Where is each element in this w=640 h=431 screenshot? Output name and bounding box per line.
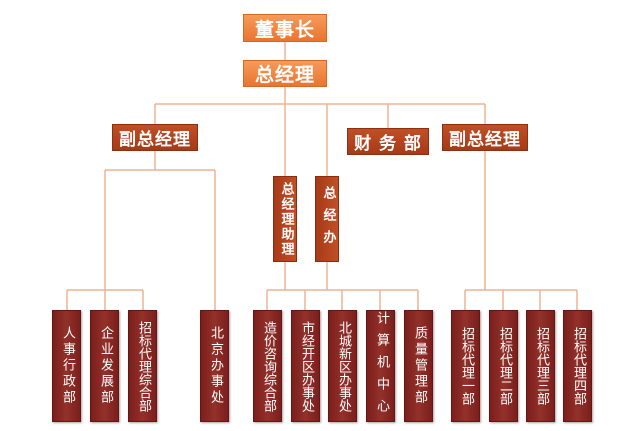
dept-bidding-2-box: 招标代理二部 [489,310,518,422]
dept-bidding-general-box: 招标代理综合部 [128,310,157,422]
vice-gm-left-box: 副总经理 [112,124,198,151]
gm-office-label: 总经办 [320,186,336,252]
dept-beijing-office-label: 北京办事处 [207,326,223,406]
dept-hr-label: 人事行政部 [59,326,75,406]
general-manager-label: 总经理 [254,64,315,86]
dept-cost-consulting-box: 造价咨询综合部 [253,310,282,422]
dept-bidding-2-label: 招标代理二部 [496,327,512,405]
dept-bidding-1-label: 招标代理一部 [458,327,474,405]
general-manager-box: 总经理 [243,60,327,87]
dept-enterprise-dev-box: 企业发展部 [90,310,119,422]
gm-assistant-label: 总经理助理 [278,181,294,257]
dept-econ-dev-zone-office-box: 市经开区办事处 [291,310,320,422]
gm-assistant-box: 总经理助理 [273,176,297,262]
dept-new-district-office-label: 北城新区办事处 [335,320,351,412]
vice-gm-left-label: 副总经理 [119,130,191,150]
dept-bidding-3-box: 招标代理三部 [526,310,555,422]
dept-computing-center-label: 计算机中心 [373,311,389,421]
dept-quality-mgmt-label: 质量管理部 [411,326,427,406]
dept-econ-dev-zone-office-label: 市经开区办事处 [298,320,314,412]
dept-enterprise-dev-label: 企业发展部 [97,326,113,406]
dept-hr-box: 人事行政部 [52,310,81,422]
vice-gm-right-box: 副总经理 [442,124,528,151]
dept-bidding-general-label: 招标代理综合部 [135,320,151,412]
dept-new-district-office-box: 北城新区办事处 [328,310,357,422]
dept-bidding-4-label: 招标代理四部 [570,327,586,405]
dept-cost-consulting-label: 造价咨询综合部 [260,320,276,412]
gm-office-box: 总经办 [315,176,339,262]
dept-computing-center-box: 计算机中心 [366,310,395,422]
dept-beijing-office-box: 北京办事处 [200,310,229,422]
finance-box: 财 务 部 [347,128,429,155]
finance-label: 财 务 部 [354,134,422,154]
chairman-label: 董事长 [254,18,315,41]
vice-gm-right-label: 副总经理 [449,130,521,150]
dept-quality-mgmt-box: 质量管理部 [404,310,433,422]
chairman-box: 董事长 [243,14,327,42]
dept-bidding-4-box: 招标代理四部 [563,310,592,422]
dept-bidding-3-label: 招标代理三部 [533,327,549,405]
dept-bidding-1-box: 招标代理一部 [451,310,480,422]
